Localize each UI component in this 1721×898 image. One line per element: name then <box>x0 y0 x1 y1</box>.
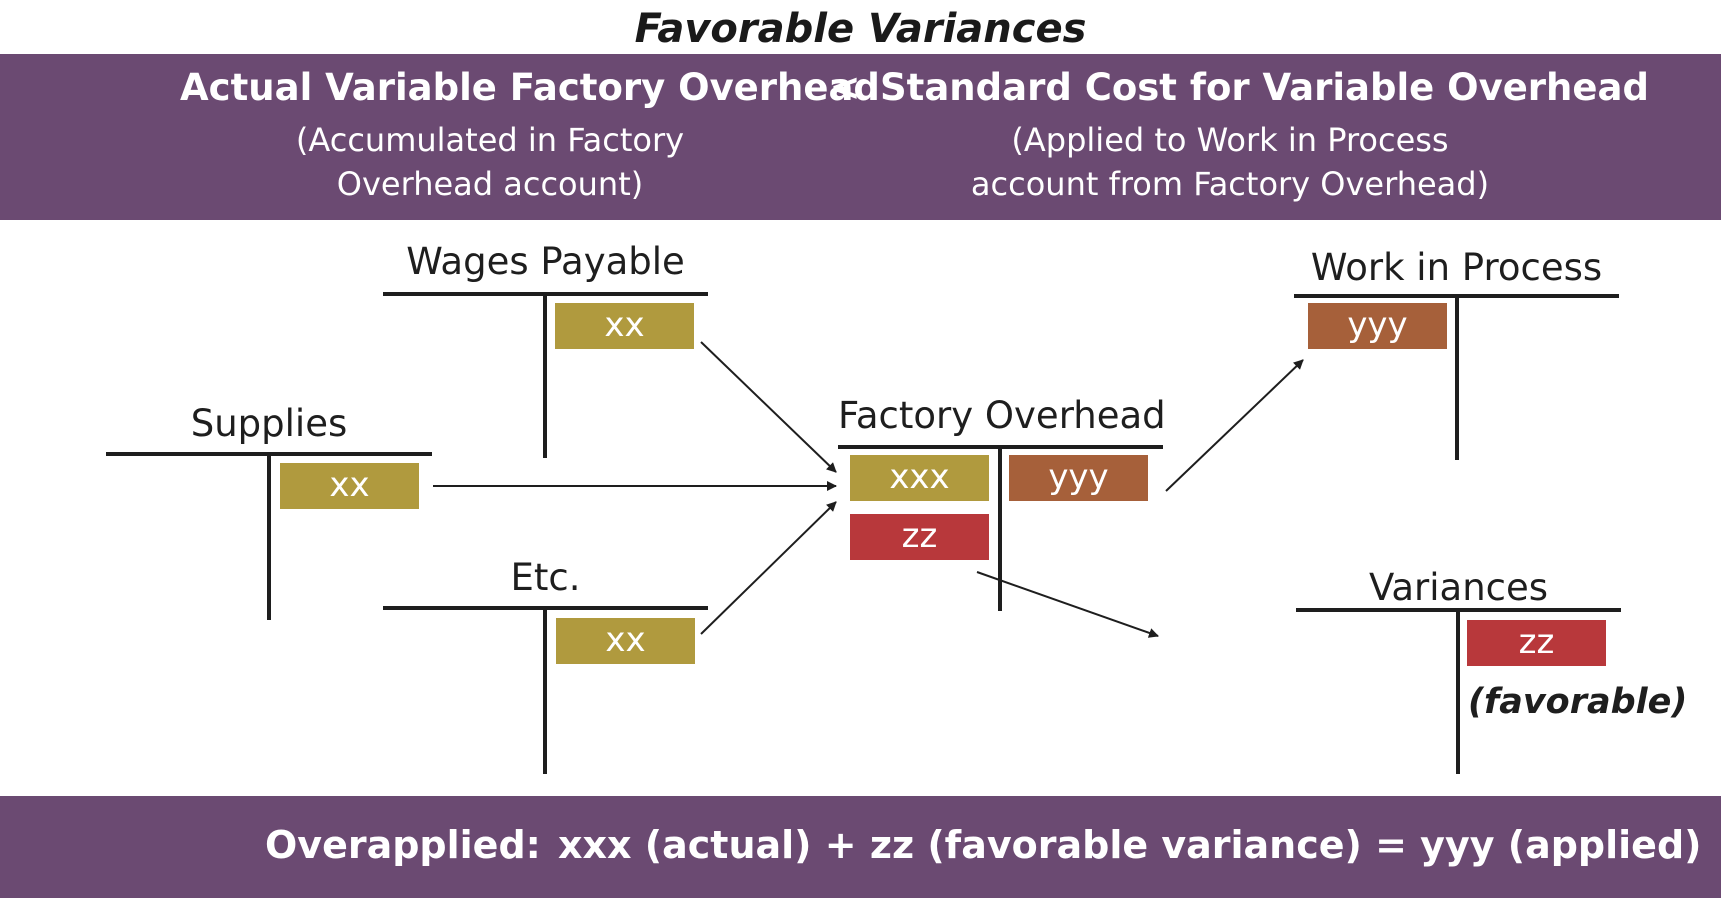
t-account-divider <box>1456 608 1460 774</box>
account-name-factory-overhead: Factory Overhead <box>838 394 1166 437</box>
header-standard-sub-1: (Applied to Work in Process <box>1011 121 1449 159</box>
diagram-title: Favorable Variances <box>634 6 1087 52</box>
footer-equation: xxx (actual) + zz (favorable variance) =… <box>558 823 1702 867</box>
wages-payable-debit-box: xx <box>555 303 694 349</box>
account-name-supplies: Supplies <box>190 402 348 445</box>
t-account-divider <box>1455 294 1459 460</box>
t-account-divider <box>267 452 271 620</box>
factory-overhead-debit-box: xxx <box>850 455 989 501</box>
header-operator: < <box>829 66 861 109</box>
header-actual-sub-1: (Accumulated in Factory <box>295 121 685 159</box>
t-account-divider <box>998 445 1002 611</box>
footer-overapplied-label: Overapplied: <box>265 823 541 867</box>
header-standard-label: Standard Cost for Variable Overhead <box>880 66 1649 109</box>
account-name-wages-payable: Wages Payable <box>406 240 685 283</box>
account-name-etc: Etc. <box>510 556 581 599</box>
account-name-work-in-process: Work in Process <box>1310 246 1603 289</box>
account-name-variances: Variances <box>1368 566 1549 609</box>
variances-favorable-note: (favorable) <box>1468 682 1688 722</box>
t-account-divider <box>543 292 547 458</box>
header-standard-sub-2: account from Factory Overhead) <box>970 165 1490 203</box>
header-actual-label: Actual Variable Factory Overhead <box>180 66 880 109</box>
variances-credit-box: zz <box>1467 620 1606 666</box>
arrow-wages-to-overhead <box>700 341 837 473</box>
arrow-overhead-to-variances <box>976 571 1159 638</box>
header-actual-sub-2: Overhead account) <box>336 165 644 203</box>
t-account-divider <box>543 606 547 774</box>
arrow-etc-to-overhead <box>700 501 837 635</box>
factory-overhead-credit-box: yyy <box>1009 455 1148 501</box>
footer-band: Overapplied: xxx (actual) + zz (favorabl… <box>0 796 1721 898</box>
factory-overhead-variance-box: zz <box>850 514 989 560</box>
work-in-process-debit-box: yyy <box>1308 303 1447 349</box>
arrow-overhead-to-wip <box>1165 359 1304 492</box>
supplies-debit-box: xx <box>280 463 419 509</box>
etc-debit-box: xx <box>556 618 695 664</box>
header-band: Actual Variable Factory Overhead < Stand… <box>0 54 1721 220</box>
